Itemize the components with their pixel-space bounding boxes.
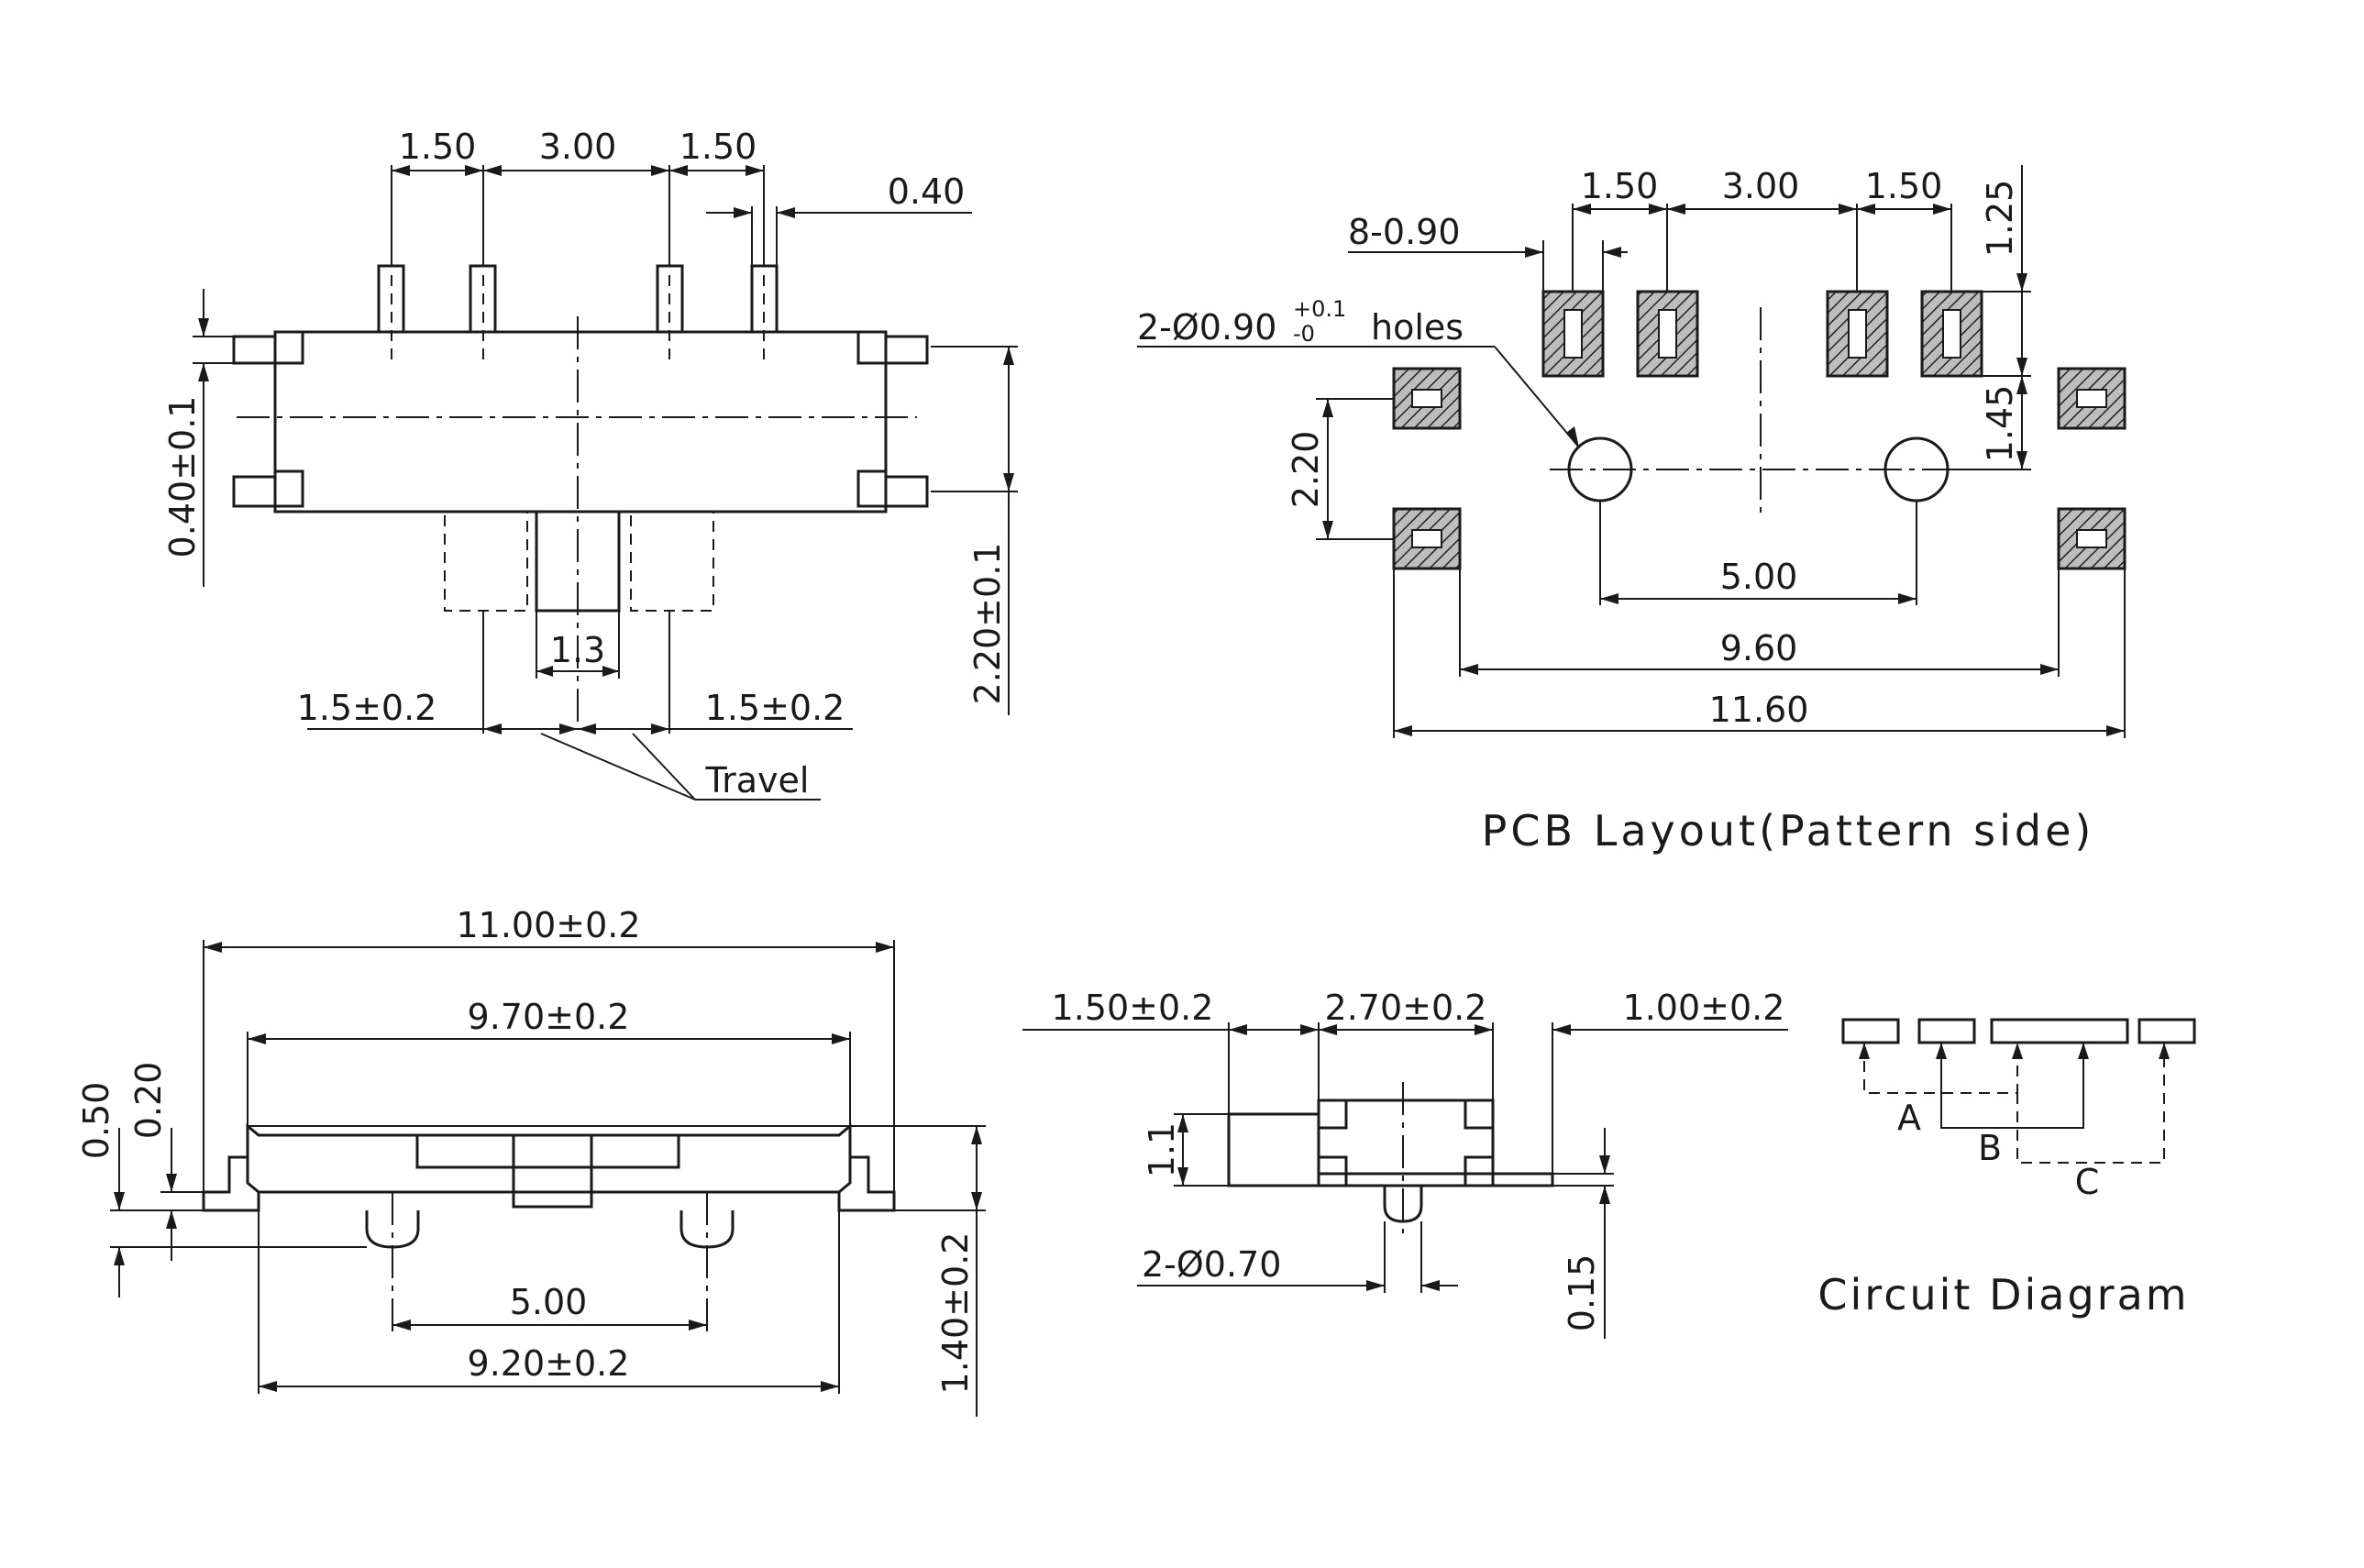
dim-front-lead-span: 9.20±0.2 — [468, 1343, 630, 1384]
side-lead — [1491, 1172, 1554, 1187]
pcb-pad-8 — [2057, 507, 2126, 570]
dim-side-actuator-depth: 1.50±0.2 — [1052, 988, 1214, 1028]
dim-front-peg-spacing: 5.00 — [510, 1282, 588, 1322]
dim-pcb-pad-to-hole: 1.45 — [1980, 385, 2020, 463]
side-actuator — [1227, 1112, 1320, 1187]
front-actuator — [512, 1133, 593, 1209]
dim-top-travel-left: 1.5±0.2 — [297, 688, 437, 728]
circuit-label-b: B — [1978, 1128, 2002, 1168]
dim-front-lead-offset: 0.50 — [76, 1082, 116, 1160]
dim-pcb-pitch-left: 1.50 — [1581, 166, 1659, 206]
dim-side-lead-length: 1.00±0.2 — [1623, 988, 1785, 1028]
dim-pcb-inner-span: 9.60 — [1720, 628, 1798, 668]
dim-pcb-pitch-center: 3.00 — [1722, 166, 1800, 206]
dim-top-travel-right: 1.5±0.2 — [705, 688, 845, 728]
dim-side-lead-gap: 0.15 — [1562, 1254, 1602, 1332]
dim-side-peg-diameter: 2-Ø0.70 — [1142, 1244, 1281, 1285]
dim-pcb-pad-height: 1.25 — [1980, 180, 2020, 258]
pcb-pad-3 — [1826, 290, 1889, 378]
pcb-holes-suffix: holes — [1371, 307, 1464, 348]
top-actuator — [535, 510, 621, 613]
top-view: 1.50 3.00 1.50 0.40 0.40±0.1 2.20±0.1 1.… — [162, 127, 1018, 801]
circuit-terminal-common — [1990, 1018, 2129, 1044]
dim-front-overall-length: 11.00±0.2 — [456, 905, 640, 945]
dim-top-pitch-center: 3.00 — [539, 127, 617, 167]
pcb-layout-caption: PCB Layout(Pattern side) — [1482, 806, 2095, 856]
top-tab-br — [884, 475, 929, 508]
top-body — [273, 330, 888, 513]
dim-top-pin-width: 0.40 — [888, 171, 966, 212]
dim-pcb-hole-spacing: 5.00 — [1720, 557, 1798, 597]
dim-top-actuator-width: 1.3 — [550, 630, 605, 670]
top-tab-tl — [232, 335, 277, 365]
dim-top-tab-span: 2.20±0.1 — [967, 543, 1008, 705]
circuit-label-c: C — [2075, 1162, 2100, 1202]
travel-label: Travel — [705, 760, 810, 801]
dim-pcb-pad-size: 8-0.90 — [1348, 212, 1461, 252]
top-tab-tr — [884, 335, 929, 365]
circuit-terminal-1 — [1841, 1018, 1900, 1044]
top-tab-bl — [232, 475, 277, 508]
front-view: 11.00±0.2 9.70±0.2 5.00 9.20±0.2 0.50 0. — [76, 905, 986, 1417]
circuit-terminal-3 — [2138, 1018, 2196, 1044]
pcb-holes-prefix: 2-Ø0.90 — [1137, 307, 1276, 348]
dim-side-actuator-height: 1.1 — [1142, 1122, 1182, 1177]
pcb-holes-tol-minus: -0 — [1293, 321, 1315, 347]
circuit-diagram: A B C Circuit Diagram — [1817, 1018, 2196, 1320]
dim-top-pitch-left: 1.50 — [399, 127, 477, 167]
dim-pcb-tab-pitch: 2.20 — [1286, 431, 1326, 509]
dim-top-tab-height: 0.40±0.1 — [162, 396, 203, 558]
side-view: 1.50±0.2 2.70±0.2 1.00±0.2 1.1 2-Ø0.70 0… — [1022, 988, 1788, 1339]
circuit-terminal-2 — [1917, 1018, 1976, 1044]
dim-pcb-outer-span: 11.60 — [1709, 690, 1809, 730]
dim-pcb-pitch-right: 1.50 — [1865, 166, 1943, 206]
dim-side-body-depth: 2.70±0.2 — [1325, 988, 1487, 1028]
circuit-label-a: A — [1897, 1098, 1921, 1138]
dim-front-lead-thickness: 0.20 — [128, 1062, 169, 1140]
dim-top-pitch-right: 1.50 — [679, 127, 757, 167]
pcb-layout: 1.50 3.00 1.50 8-0.90 2-Ø0.90 +0.1 -0 ho… — [1137, 165, 2126, 856]
pcb-holes-tol-plus: +0.1 — [1293, 296, 1346, 322]
dim-front-body-length: 9.70±0.2 — [468, 997, 630, 1037]
circuit-caption: Circuit Diagram — [1817, 1270, 2189, 1320]
dim-front-overall-height: 1.40±0.2 — [935, 1232, 976, 1395]
